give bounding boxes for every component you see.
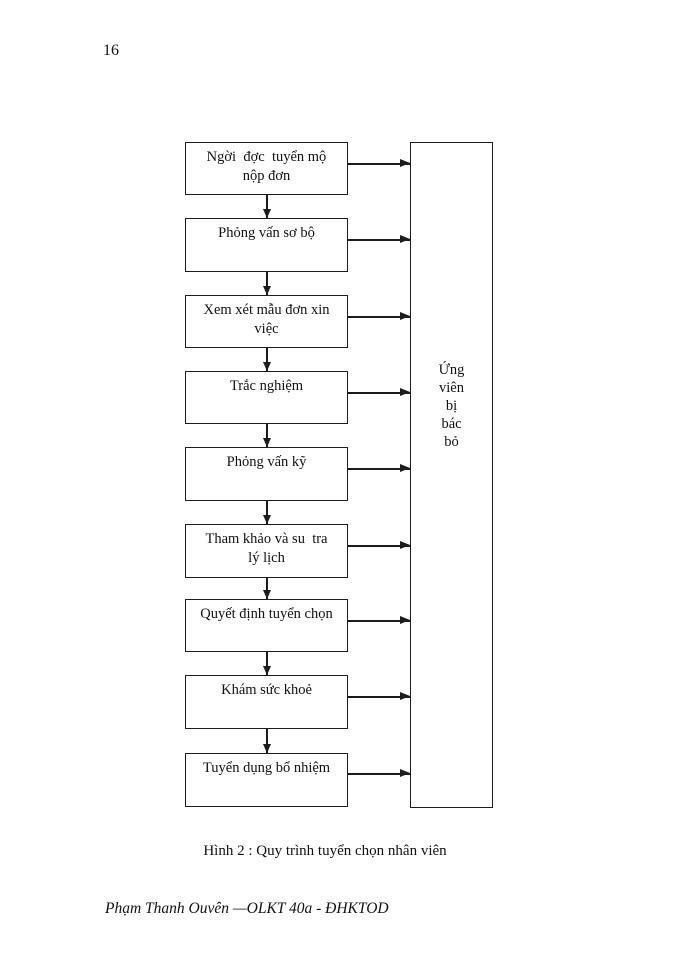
arrow-right-icon (348, 770, 410, 777)
rejected-candidates-label: Ứng viên bị bác bỏ (411, 361, 492, 451)
flow-step-label: Xem xét mẫu đơn xin (203, 302, 330, 318)
arrow-right-icon (348, 617, 410, 624)
flow-step-label: Khám sức khoẻ (221, 682, 312, 698)
page-number: 16 (103, 42, 119, 59)
arrow-down-icon (263, 272, 270, 295)
arrow-down-icon (263, 501, 270, 524)
flow-step-background-check: Tham khảo và su tra lý lịch (185, 524, 348, 578)
flow-step-label: Ngời đợc tuyển mộ (206, 149, 327, 165)
flow-step-indepth-interview: Phỏng vấn kỹ (185, 447, 348, 501)
arrow-down-icon (263, 195, 270, 218)
reject-label-line: Ứng (438, 362, 465, 378)
flow-step-hiring-appointment: Tuyển dụng bổ nhiệm (185, 753, 348, 807)
arrow-down-icon (263, 652, 270, 675)
arrow-down-icon (263, 578, 270, 599)
flow-step-testing: Trắc nghiệm (185, 371, 348, 424)
flow-step-applicants: Ngời đợc tuyển mộ nộp đơn (185, 142, 348, 195)
rejected-candidates-box: Ứng viên bị bác bỏ (410, 142, 493, 808)
flow-step-label: Trắc nghiệm (229, 378, 304, 394)
arrow-right-icon (348, 313, 410, 320)
flow-step-label: việc (254, 321, 279, 337)
flow-step-selection-decision: Quyết định tuyển chọn (185, 599, 348, 652)
page-footer: Phạm Thanh Ouvên —OLKT 40a - ĐHKTOD (105, 900, 389, 917)
reject-label-line: bị (445, 398, 458, 414)
arrow-right-icon (348, 465, 410, 472)
reject-label-line: bỏ (444, 434, 459, 450)
arrow-right-icon (348, 389, 410, 396)
arrow-right-icon (348, 693, 410, 700)
flow-step-label: lý lịch (248, 550, 285, 566)
arrow-right-icon (348, 542, 410, 549)
flow-step-label: Phỏng vấn kỹ (226, 454, 307, 470)
figure-caption: Hình 2 : Quy trình tuyển chọn nhân viên (203, 843, 447, 859)
flow-step-label: Quyết định tuyển chọn (200, 606, 333, 622)
arrow-down-icon (263, 424, 270, 447)
arrow-down-icon (263, 348, 270, 371)
flow-step-label: Tuyển dụng bổ nhiệm (202, 760, 331, 776)
flow-step-health-check: Khám sức khoẻ (185, 675, 348, 729)
arrow-right-icon (348, 160, 410, 167)
flow-step-label: nộp đơn (242, 168, 291, 184)
flow-step-application-review: Xem xét mẫu đơn xin việc (185, 295, 348, 348)
flow-step-preliminary-interview: Phỏng vấn sơ bộ (185, 218, 348, 272)
flow-step-label: Phỏng vấn sơ bộ (218, 225, 315, 241)
arrow-right-icon (348, 236, 410, 243)
arrow-down-icon (263, 729, 270, 753)
reject-label-line: viên (439, 380, 464, 396)
reject-label-line: bác (441, 416, 462, 432)
flow-step-label: Tham khảo và su tra (205, 531, 328, 547)
